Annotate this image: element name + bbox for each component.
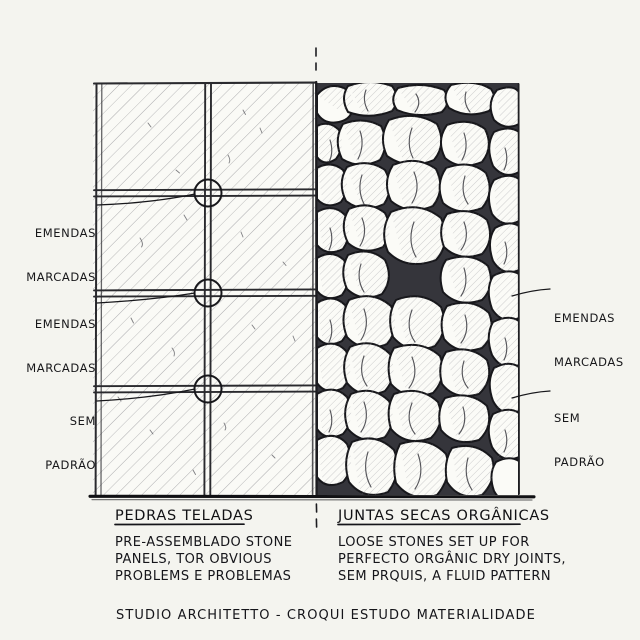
legend-right-line-1: LOOSE STONES SET UP FOR [338, 535, 530, 550]
annotation-left-emendas-marcadas-1: EMENDAS MARCADAS [8, 197, 96, 313]
leader-lines-left [96, 193, 196, 402]
annotation-right-emendas-marcadas: EMENDAS MARCADAS [554, 282, 624, 398]
legend-right-line-3: SEM PRQUIS, A FLUID PATTERN [338, 569, 552, 584]
panel-vertical-seams [94, 82, 314, 496]
legend-left-heading: PEDRAS TELADAS [115, 508, 254, 524]
annotation-line: PADRÃO [554, 454, 605, 469]
sheet-caption: STUDIO ARCHITETTO - CROQUI ESTUDO MATERI… [116, 608, 536, 623]
annotation-left-emendas-marcadas-2: EMENDAS MARCADAS [8, 288, 96, 404]
legend-right-heading: JUNTAS SECAS ORGÂNICAS [338, 508, 550, 524]
legend-right-line-2: PERFECTO ORGÂNIC DRY JOINTS, [338, 552, 566, 567]
annotation-line: MARCADAS [554, 354, 624, 369]
annotation-line: EMENDAS [34, 317, 96, 331]
ground-baseline [88, 494, 536, 501]
annotation-line: SEM [69, 414, 96, 428]
annotation-line: EMENDAS [34, 226, 96, 240]
annotation-line: MARCADAS [26, 269, 96, 284]
annotation-left-sem-padrao: SEM PADRÃO [8, 385, 96, 501]
leader-lines-right [511, 288, 551, 399]
annotation-line: MARCADAS [26, 360, 96, 375]
legend-left-line-3: PROBLEMS E PROBLEMAS [115, 569, 292, 584]
legend-left-line-1: PRE-ASSEMBLADO STONE [115, 535, 293, 550]
legend-left-line-2: PANELS, TOR OBVIOUS [115, 552, 272, 567]
center-divider-line [315, 47, 318, 528]
annotation-line: PADRÃO [45, 457, 96, 472]
panel-pencil-flecks [117, 109, 296, 475]
organic-dry-joint-stone-elevation [317, 83, 519, 495]
annotation-line: SEM [554, 411, 581, 425]
annotation-right-sem-padrao: SEM PADRÃO [554, 382, 605, 498]
annotation-line: EMENDAS [554, 311, 616, 325]
